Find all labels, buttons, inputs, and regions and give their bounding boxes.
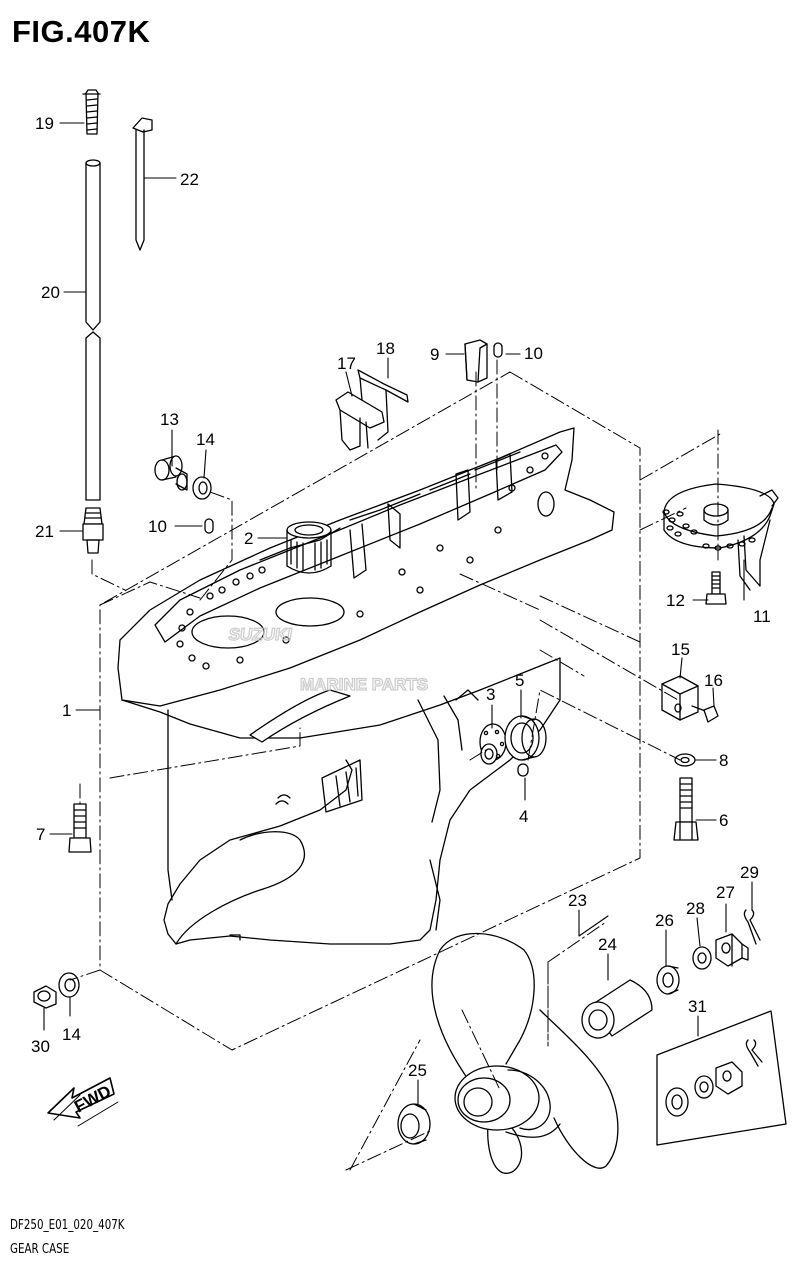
watermark: SUZUKI MARINE PARTS xyxy=(227,624,429,694)
callout-21: 21 xyxy=(35,522,54,541)
part-28-washer xyxy=(692,946,712,970)
deck-holes xyxy=(176,452,549,670)
callout-10-top: 10 xyxy=(524,344,543,363)
callout-20: 20 xyxy=(41,283,60,302)
part-12-bolt xyxy=(705,571,727,605)
part-10-pin-top xyxy=(493,342,503,358)
callout-9: 9 xyxy=(430,345,439,364)
callout-2: 2 xyxy=(244,529,253,548)
part-3-retainer xyxy=(479,723,507,765)
figure-name: GEAR CASE xyxy=(10,1242,70,1257)
callout-30: 30 xyxy=(31,1037,50,1056)
svg-text:SUZUKI: SUZUKI xyxy=(227,625,293,644)
callout-31: 31 xyxy=(688,997,707,1016)
part-15-block xyxy=(661,675,699,721)
part-31-kit xyxy=(656,1010,787,1146)
callout-18: 18 xyxy=(376,339,395,358)
part-14-washer-lower xyxy=(58,972,80,998)
callout-22: 22 xyxy=(180,170,199,189)
callout-19: 19 xyxy=(35,114,54,133)
callout-14-lower: 14 xyxy=(62,1025,81,1044)
part-9-plate xyxy=(464,339,488,383)
callout-11: 11 xyxy=(753,607,771,626)
callout-17: 17 xyxy=(337,354,356,373)
callout-13: 13 xyxy=(160,410,179,429)
part-24-spacer xyxy=(581,979,653,1039)
part-10-pin-left xyxy=(204,518,214,534)
callout-29: 29 xyxy=(740,863,759,882)
callout-8: 8 xyxy=(719,751,728,770)
callout-24: 24 xyxy=(598,935,617,954)
part-22-band xyxy=(132,117,153,251)
svg-text:MARINE PARTS: MARINE PARTS xyxy=(300,675,428,694)
part-20-rod xyxy=(85,159,101,501)
callout-14-upper: 14 xyxy=(196,430,215,449)
callout-16: 16 xyxy=(704,671,723,690)
callout-27: 27 xyxy=(716,883,735,902)
part-7-bolt xyxy=(68,803,92,853)
part-17-18-brackets xyxy=(335,369,409,451)
assembly-frame-prop xyxy=(345,921,607,1171)
part-26-washer xyxy=(656,965,680,995)
part-2-bushing xyxy=(286,521,332,574)
assembly-frame xyxy=(69,359,721,1171)
figure-title: FIG.407K xyxy=(12,14,151,49)
part-29-cotter-pin xyxy=(743,909,761,945)
callout-4: 4 xyxy=(519,807,528,826)
callout-10-left: 10 xyxy=(148,517,167,536)
part-16-screw xyxy=(691,705,719,723)
part-13-plug xyxy=(154,455,188,491)
part-25-washer xyxy=(397,1103,431,1145)
callout-23: 23 xyxy=(568,891,587,910)
part-4-pin xyxy=(517,763,529,777)
part-11-anode xyxy=(662,483,779,591)
part-27-nut xyxy=(715,933,749,967)
callout-6: 6 xyxy=(719,811,728,830)
part-5-seal xyxy=(504,715,547,761)
leader-lines xyxy=(43,122,753,1105)
callout-5: 5 xyxy=(515,671,524,690)
part-30-plug xyxy=(33,985,57,1009)
part-8-washer xyxy=(674,753,696,767)
callout-26: 26 xyxy=(655,911,674,930)
callout-3: 3 xyxy=(486,685,495,704)
model-code: DF250_E01_020_407K xyxy=(10,1218,125,1233)
part-19-screw xyxy=(82,89,101,135)
gear-case-housing xyxy=(117,427,615,945)
callout-15: 15 xyxy=(671,640,690,659)
part-6-bolt xyxy=(673,777,699,841)
callout-12: 12 xyxy=(666,591,685,610)
callout-7: 7 xyxy=(36,825,45,844)
anode-holes xyxy=(662,509,756,551)
callout-labels: 19 22 20 21 13 14 10 2 17 18 9 10 1 7 12… xyxy=(31,114,771,1080)
propeller xyxy=(431,932,619,1174)
callout-28: 28 xyxy=(686,899,705,918)
callout-1: 1 xyxy=(62,701,71,720)
callout-25: 25 xyxy=(408,1061,427,1080)
part-14-washer-upper xyxy=(192,476,212,500)
part-21-fitting xyxy=(82,507,104,554)
fwd-arrow-icon xyxy=(47,1077,119,1127)
